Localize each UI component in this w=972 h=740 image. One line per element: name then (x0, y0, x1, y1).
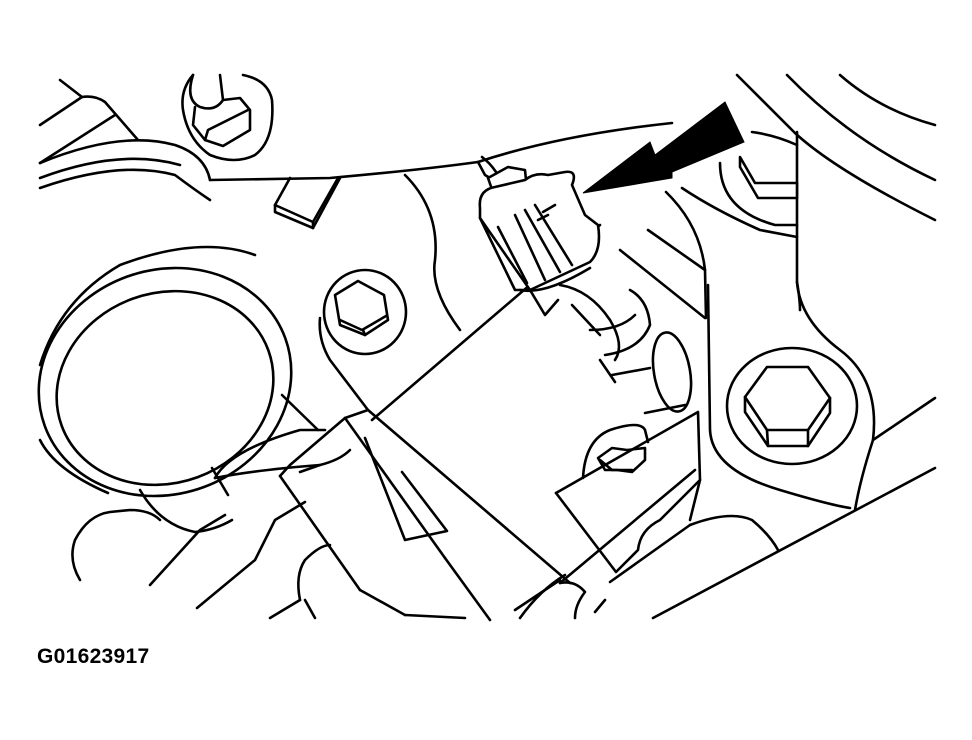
technical-drawing (37, 73, 937, 622)
upper-left-bracket (38, 78, 212, 202)
top-stud-bolt (181, 73, 274, 162)
lower-components (71, 500, 607, 622)
flange-opening (37, 245, 320, 534)
main-housing-edge (208, 121, 674, 332)
figure-id-label: G01623917 (37, 645, 150, 668)
lower-bracket (554, 410, 780, 584)
sensor-connector (476, 155, 601, 317)
small-tab (273, 176, 342, 230)
sensor-housing (213, 223, 697, 592)
arrow-pointer-icon (582, 101, 745, 194)
sensor-body (558, 283, 693, 415)
right-upper-casting (618, 73, 937, 320)
small-flange-bolt (581, 423, 650, 480)
right-large-bolt (651, 280, 937, 620)
mid-bolt (318, 268, 408, 412)
